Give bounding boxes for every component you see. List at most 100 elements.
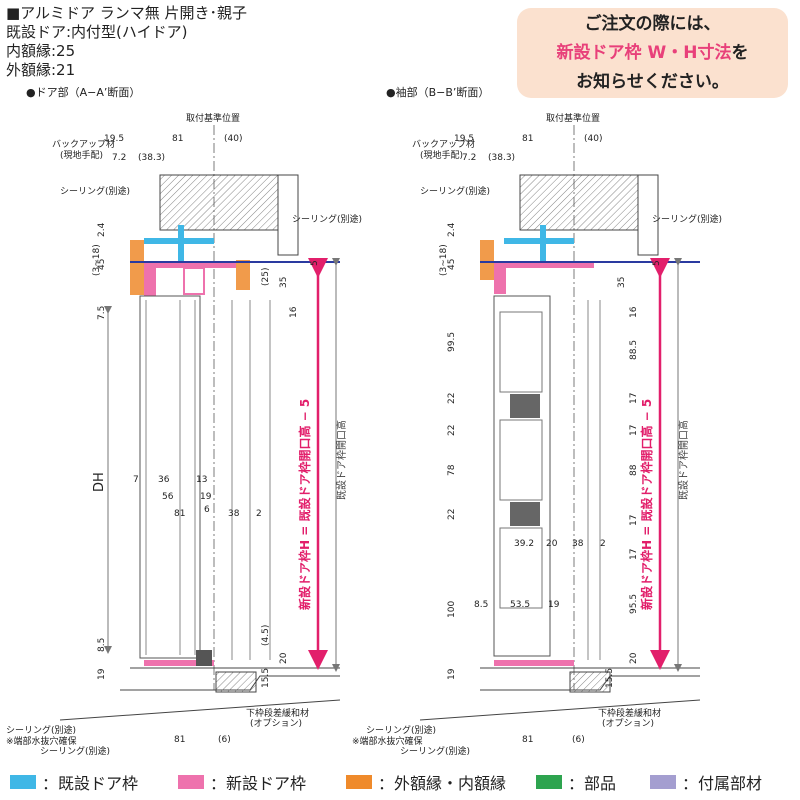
legend-swatch: [346, 775, 372, 789]
dimension-label: 56: [162, 492, 174, 502]
dimension-label: 39.2: [514, 539, 534, 549]
dimension-label: 7.5: [97, 306, 107, 320]
dimension-label: 88: [629, 464, 639, 476]
outer-frame-size: 外額縁:21: [6, 61, 76, 79]
backup-sub-right: (現地手配): [420, 149, 463, 161]
backup-label-right: バックアップ材: [412, 138, 475, 150]
new-height-label-right: 新設ドア枠H = 既設ドア枠開口高 − 5: [639, 399, 654, 610]
dimension-label: 38: [228, 509, 240, 519]
ref-position-left: 取付基準位置: [186, 112, 240, 124]
dims-door: 19.5 81 (40) 7.2 (38.3) 2.4 (3~18) 45 7.…: [92, 134, 320, 745]
dimension-label: (6): [218, 735, 231, 745]
dimension-label: 15.5: [605, 668, 615, 688]
dimension-label: 81: [522, 735, 533, 745]
legend-trim: ：外額縁・内額縁: [346, 770, 506, 794]
sleeve-panel: [493, 295, 551, 657]
sealing-label-right-right: シーリング(別途): [652, 213, 722, 225]
dimension-label: 78: [447, 464, 457, 476]
backup-sub-left: (現地手配): [60, 149, 103, 161]
dimension-label: 7.2: [112, 153, 126, 163]
legend-swatch: [650, 775, 676, 789]
wall-block-top-r: [519, 174, 641, 231]
existing-height-label-right: 既設ドア枠開口高: [677, 420, 690, 500]
notice-line-1: ご注文の際には、: [584, 14, 721, 34]
dimension-label: 45: [97, 259, 107, 270]
new-frame-head: [144, 268, 156, 296]
inner-frame-size: 内額縁:25: [6, 42, 76, 60]
legend-existing-frame: ：既設ドア枠: [10, 770, 138, 794]
legend-new-frame: ：新設ドア枠: [178, 770, 306, 794]
dimension-label: 19: [97, 668, 107, 680]
dimension-label: 5: [310, 260, 320, 266]
dimension-label: 2.4: [97, 222, 107, 237]
threshold-sub-left: (オプション): [250, 718, 302, 729]
door-leaf: [139, 295, 201, 659]
inner-frame: [236, 260, 250, 290]
dimension-label: 22: [447, 393, 457, 404]
wall-block-top: [159, 174, 281, 231]
legend-accessories: ：付属部材: [650, 770, 762, 794]
dimension-label: 35: [279, 277, 289, 288]
dimension-label: 17: [629, 515, 639, 526]
dimension-label: (40): [224, 134, 242, 144]
dimension-label: 81: [522, 134, 533, 144]
dimension-label: 38: [572, 539, 584, 549]
legend-parts: ：部品: [536, 770, 616, 794]
dimension-label: 17: [629, 549, 639, 560]
dimension-label: 16: [289, 306, 299, 318]
dimension-label: 19.5: [454, 134, 474, 144]
notice-line-2: 新設ドア枠 W・H寸法を: [517, 39, 788, 68]
dimension-label: 22: [447, 509, 457, 520]
dimension-label: 16: [629, 306, 639, 318]
dimension-label: (25): [261, 268, 271, 286]
existing-frame-side: [178, 225, 184, 265]
dimension-label: 20: [279, 652, 289, 664]
sealing-label-left-bottom: シーリング(別途): [6, 724, 76, 736]
order-notice: ご注文の際には、 新設ドア枠 W・H寸法を お知らせください。: [517, 8, 788, 98]
dimension-label: 7.2: [462, 153, 476, 163]
dimension-label: 36: [158, 475, 170, 485]
notice-line-2-tail: を: [731, 43, 749, 63]
product-title: ■アルミドア ランマ無 片開き･親子: [6, 4, 248, 22]
existing-door-type: 既設ドア:内付型(ハイドア): [6, 23, 188, 41]
dimension-label: 53.5: [510, 600, 530, 610]
backup-label-left: バックアップ材: [52, 138, 115, 150]
dimension-label: 81: [174, 509, 185, 519]
section-title-door: ●ドア部（A−A’断面）: [26, 86, 141, 99]
sealing-label-left-bottom2: シーリング(別途): [40, 745, 110, 757]
dimension-label: 13: [196, 475, 207, 485]
drain-label-left: ※端部水抜穴確保: [6, 735, 77, 747]
sealing-label-right-top: シーリング(別途): [420, 185, 490, 197]
dh-label: DH: [92, 472, 107, 492]
legend-swatch: [536, 775, 562, 789]
threshold-sub-right: (オプション): [602, 718, 654, 729]
dimension-label: 99.5: [447, 332, 457, 352]
new-frame-stop: [183, 267, 205, 295]
existing-height-label-left: 既設ドア枠開口高: [335, 420, 348, 500]
dimension-label: 81: [174, 735, 185, 745]
dimension-label: 6: [204, 505, 210, 515]
section-title-sleeve: ●袖部（B−B’断面）: [386, 86, 490, 99]
outer-frame: [130, 240, 144, 295]
wall-right-block: [277, 174, 299, 256]
dimension-label: 8.5: [97, 638, 107, 652]
legend-swatch: [178, 775, 204, 789]
sealing-label-left-top: シーリング(別途): [60, 185, 130, 197]
dimension-label: 5: [652, 260, 662, 266]
ref-position-right: 取付基準位置: [546, 112, 600, 124]
new-frame-top: [144, 262, 236, 268]
threshold-label-right: 下枠段差緩和材: [598, 707, 661, 719]
dimension-label: 7: [133, 475, 139, 485]
dimension-label: 22: [447, 425, 457, 436]
dimension-label: 81: [172, 134, 183, 144]
dimension-label: 100: [447, 601, 457, 618]
spec-header: ■アルミドア ランマ無 片開き･親子 既設ドア:内付型(ハイドア) 内額縁:25…: [6, 4, 247, 80]
dimension-label: 8.5: [474, 600, 488, 610]
dimension-label: 95.5: [629, 594, 639, 614]
legend-swatch: [10, 775, 36, 789]
dimension-label: 17: [629, 425, 639, 436]
cross-section-drawing: 新設ドア枠H = 既設ドア枠開口高 − 5 既設ドア枠開口高 DH 取付基準位置…: [6, 112, 722, 757]
sealing-label-left-right: シーリング(別途): [292, 213, 362, 225]
notice-line-3: お知らせください。: [576, 72, 729, 92]
notice-highlight: 新設ドア枠 W・H寸法: [556, 43, 732, 63]
